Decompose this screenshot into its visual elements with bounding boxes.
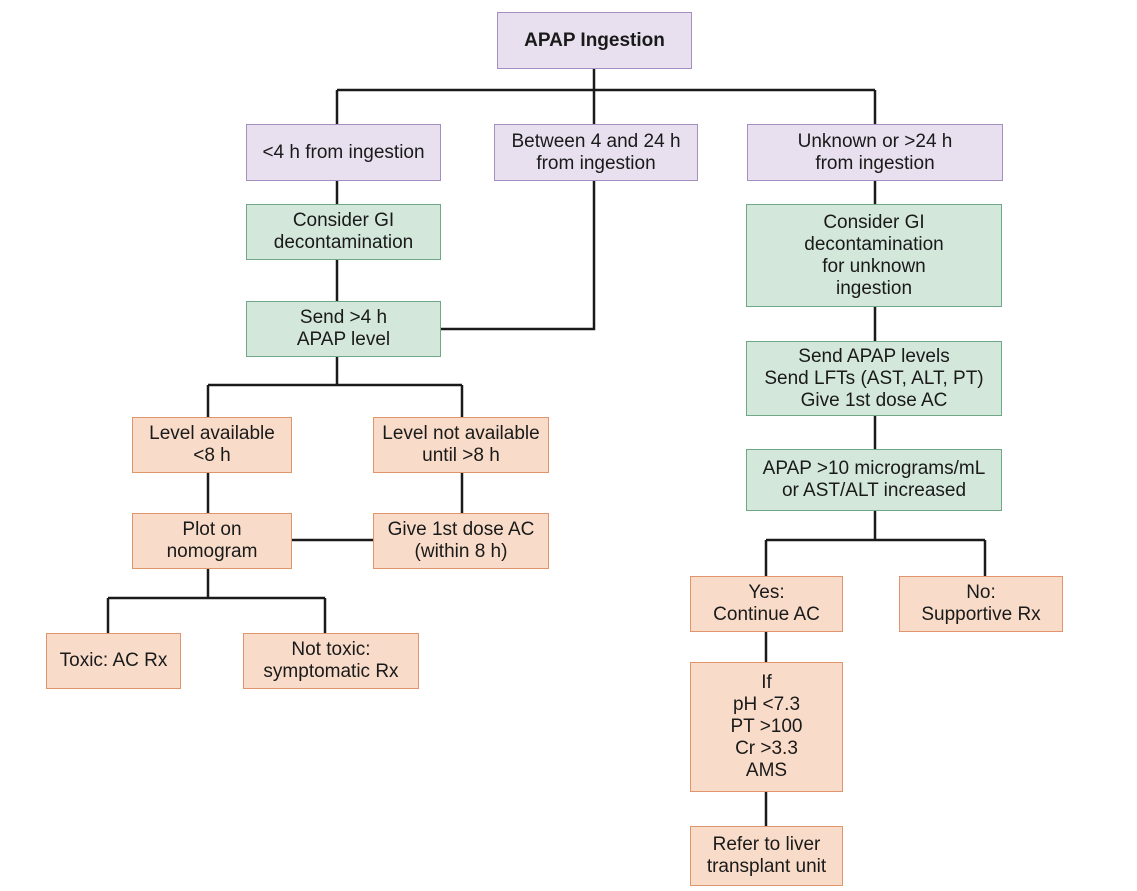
node-apap-ingestion: APAP Ingestion [497, 12, 692, 69]
node-refer-liver-transplant: Refer to liver transplant unit [690, 826, 843, 886]
node-yes-continue-ac: Yes: Continue AC [690, 576, 843, 632]
node-toxic-ac-rx: Toxic: AC Rx [46, 633, 181, 689]
node-apap-gt10: APAP >10 micrograms/mL or AST/ALT increa… [746, 449, 1002, 511]
edge-send4h-split [206, 357, 464, 417]
node-send-apap-levels: Send APAP levels Send LFTs (AST, ALT, PT… [746, 341, 1002, 416]
node-gi-decontamination-unknown: Consider GI decontamination for unknown … [746, 204, 1002, 307]
edge-root-bus [335, 69, 877, 124]
node-send-4h-apap-level: Send >4 h APAP level [246, 301, 441, 357]
node-gi-decontamination-left: Consider GI decontamination [246, 204, 441, 260]
node-level-available: Level available <8 h [132, 417, 292, 473]
edge-between-send4h [441, 181, 596, 331]
node-not-toxic: Not toxic: symptomatic Rx [243, 633, 419, 689]
edge-apap10-split [764, 511, 987, 576]
edge-plot-split [106, 569, 327, 633]
node-between-4-24h: Between 4 and 24 h from ingestion [494, 124, 698, 181]
node-give-1st-dose-ac: Give 1st dose AC (within 8 h) [373, 513, 549, 569]
node-no-supportive-rx: No: Supportive Rx [899, 576, 1063, 632]
node-unknown-gt24h: Unknown or >24 h from ingestion [747, 124, 1003, 181]
node-level-not-available: Level not available until >8 h [373, 417, 549, 473]
node-lt4h-from-ingestion: <4 h from ingestion [246, 124, 441, 181]
node-plot-on-nomogram: Plot on nomogram [132, 513, 292, 569]
node-transplant-criteria: If pH <7.3 PT >100 Cr >3.3 AMS [690, 662, 843, 792]
